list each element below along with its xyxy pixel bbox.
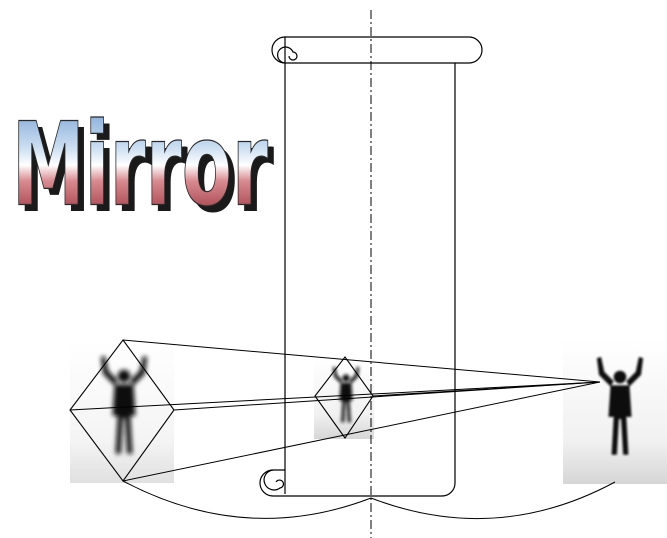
title-wordart: Mirror Mirror [12, 98, 274, 238]
viewer-photo [563, 339, 667, 484]
scroll-top-curl-inner [278, 47, 297, 63]
original-person-photo [70, 340, 174, 483]
scroll-bottom-curl [264, 470, 285, 494]
scroll-top-curl [272, 37, 455, 63]
distance-arc-left [123, 481, 371, 518]
distance-arc-right [371, 482, 615, 519]
reflection-photo [314, 357, 374, 439]
title-text: Mirror [12, 98, 268, 231]
distance-arcs [123, 481, 615, 519]
